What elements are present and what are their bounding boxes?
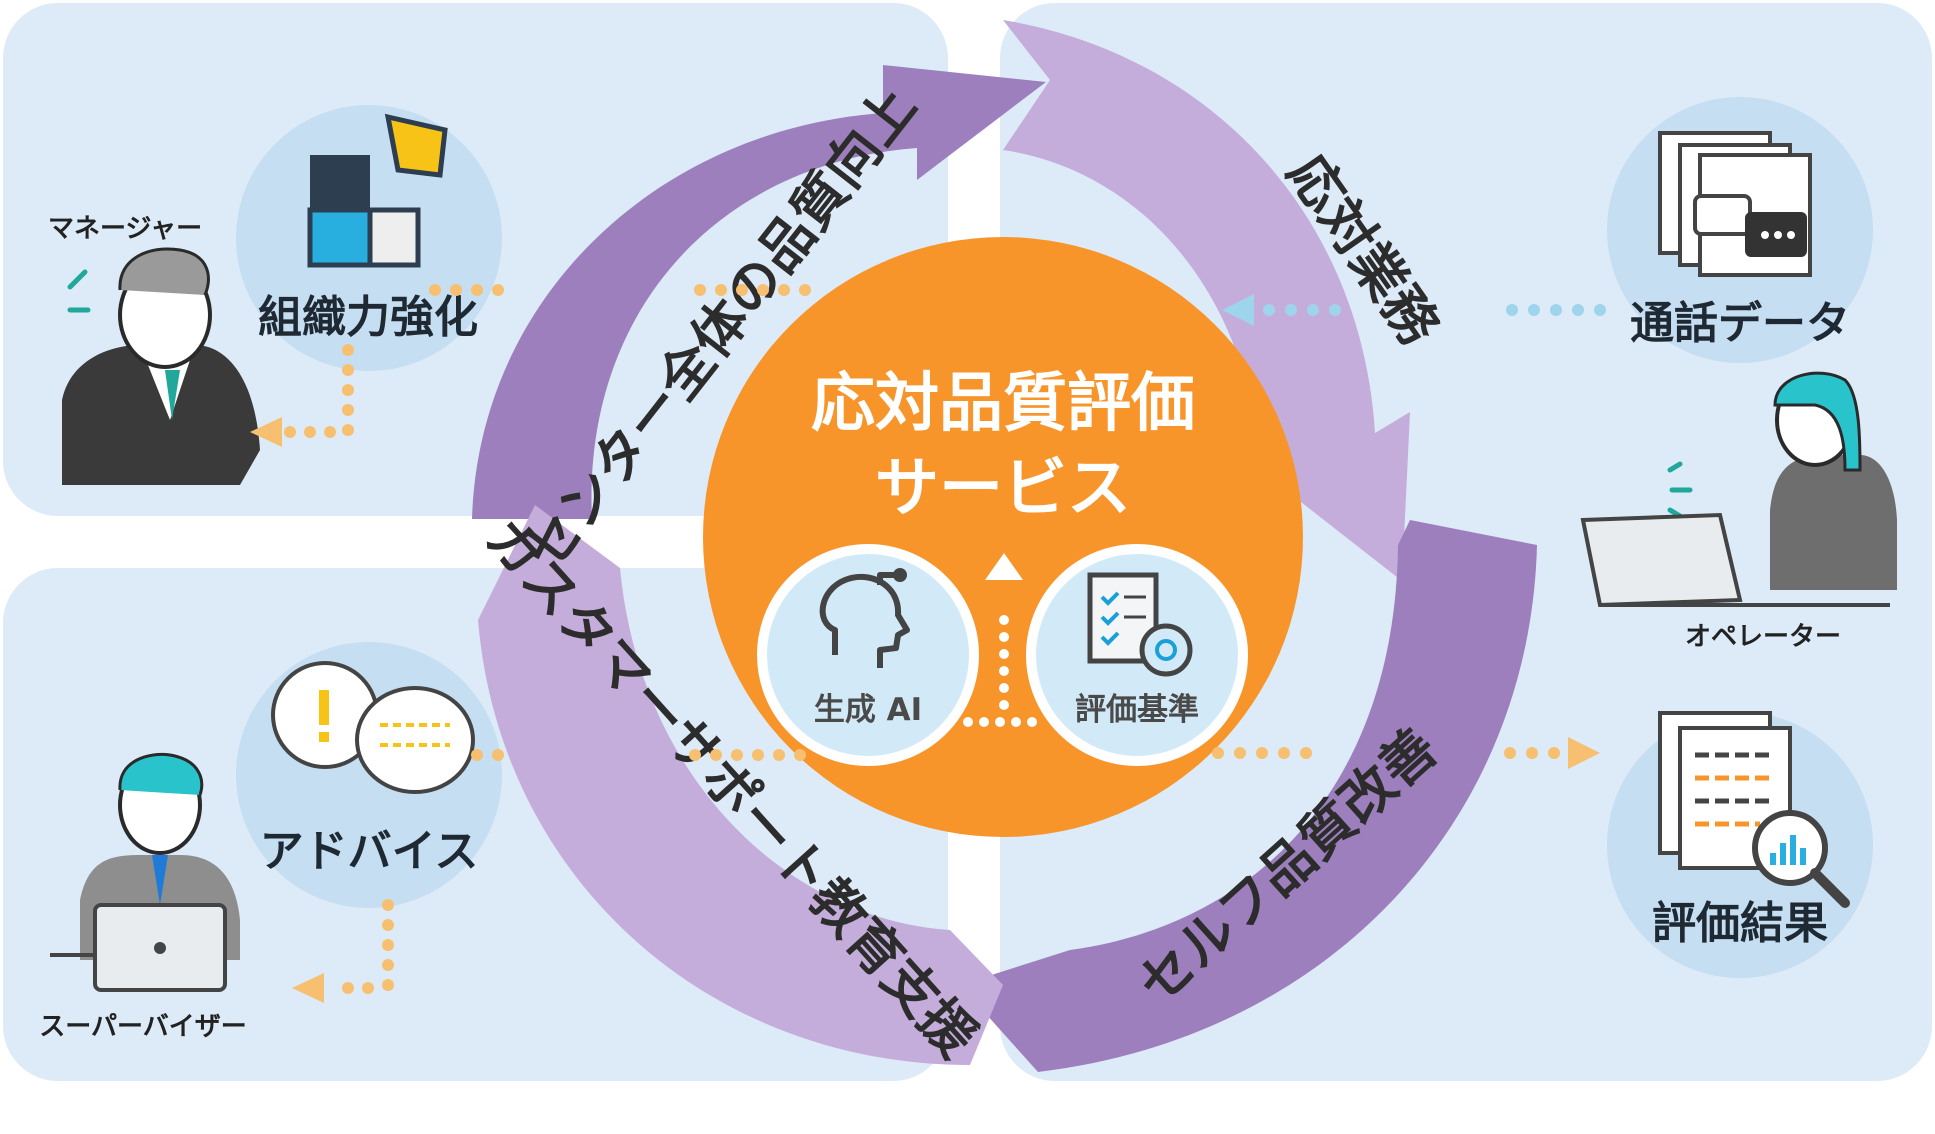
node-results: 評価結果 [1607,711,1873,978]
node-label-advice: アドバイス [260,826,479,877]
badge-ai [757,544,979,766]
role-supervisor: スーパーバイザー [39,1012,246,1042]
operator-illustration [1580,371,1897,608]
node-organization: 組織力強化 [236,105,502,371]
role-operator: オペレーター [1685,622,1841,652]
center-service: 応対品質評価 サービス 生成 AI 評価基準 [703,237,1303,837]
center-circle [703,237,1303,837]
node-advice: アドバイス [236,642,502,908]
report-magnifier-icon [1658,711,1850,908]
call-data-dots [1222,294,1606,326]
arrow-top-right [1003,20,1410,581]
node-label-call-data: 通話データ [1630,298,1850,349]
role-manager: マネージャー [48,214,202,244]
node-label-org: 組織力強化 [258,292,478,343]
speech-bubbles-icon [271,661,475,794]
center-title-line2: サービス [875,452,1131,526]
supervisor-illustration [50,752,240,992]
center-flow-arrow [963,553,1037,727]
checklist-gear-icon [1087,572,1193,677]
documents-chat-icon [1658,131,1812,277]
arrow-top-left [472,65,1046,519]
cycle-ring [472,20,1537,1072]
results-dots [1212,737,1600,769]
badge-criteria-label: 評価基準 [1075,692,1199,728]
arrow-bottom-right [960,520,1537,1072]
puzzle-icon [307,113,448,268]
center-title-line1: 応対品質評価 [811,367,1195,441]
advice-dots [292,749,806,1003]
manager-illustration [62,247,260,485]
ai-head-icon [819,568,910,668]
node-label-results: 評価結果 [1652,898,1828,949]
node-call-data: 通話データ [1607,97,1873,363]
arrow-bottom-left [478,505,1003,1065]
badge-ai-label: 生成 AI [814,692,922,728]
org-to-manager-dots [250,284,811,447]
